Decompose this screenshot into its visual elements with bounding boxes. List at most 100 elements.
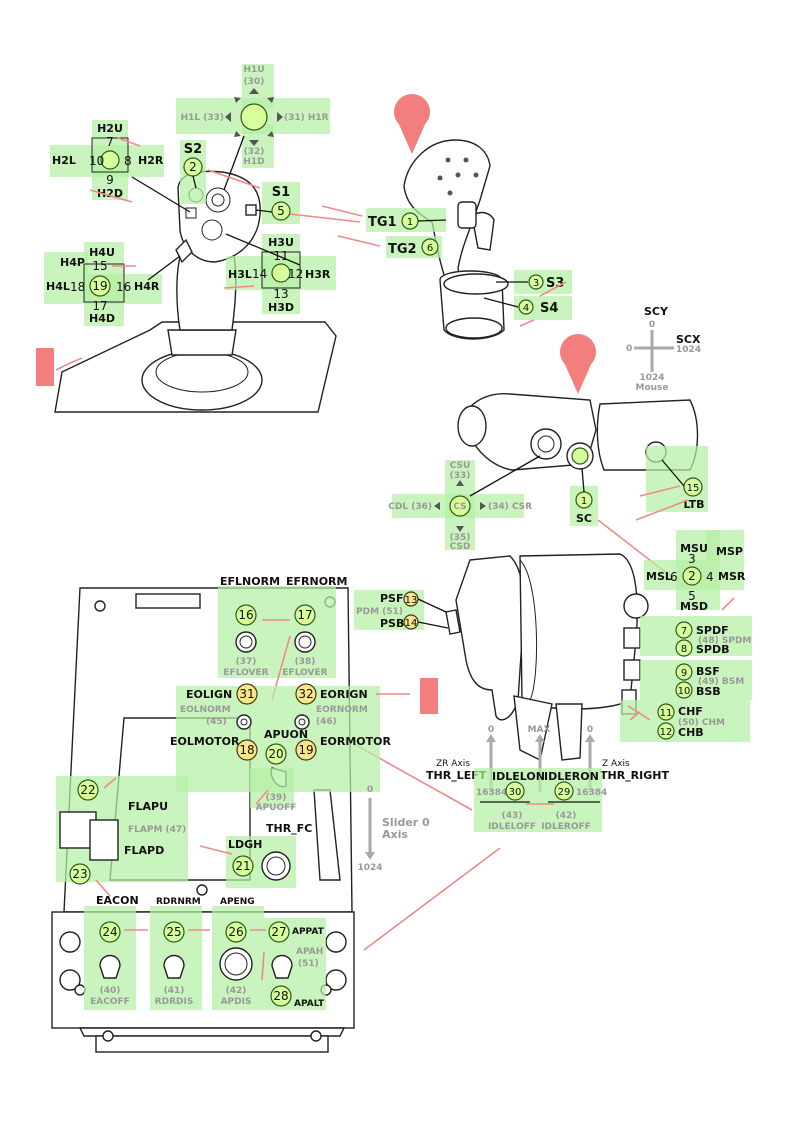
- mouse-max-right: 1024: [676, 345, 701, 355]
- ms-down-number: 5: [688, 589, 696, 603]
- chb-number: 12: [660, 727, 673, 738]
- thr-right-zero: 0: [587, 725, 593, 735]
- efl-number: 16: [238, 608, 253, 622]
- eflnorm-label: EFLNORM: [220, 575, 280, 588]
- rdrdis-label: RDRDIS: [155, 997, 194, 1007]
- hat-h2-labels: H2U 7 H2L 10 8 H2R 9 H2D: [50, 120, 164, 200]
- slider-axis-label-1: Slider 0: [382, 816, 430, 829]
- apah-label: APAH: [296, 947, 323, 957]
- psf-label: PSF: [380, 592, 404, 605]
- apeng-label: APENG: [220, 897, 255, 907]
- h3-down-label: H3D: [268, 301, 294, 314]
- apah-number: (51): [298, 959, 319, 969]
- hat-h3-labels: H3U 11 H3L 14 12 H3R 13 H3D: [226, 234, 336, 314]
- h1-left-label: H1L (33): [181, 113, 224, 123]
- zr-axis-label: ZR Axis: [436, 759, 470, 769]
- h4-left-label: H4L: [46, 280, 70, 293]
- h1-up-label: H1U: [243, 65, 264, 75]
- flapu-number: 22: [80, 783, 95, 797]
- mouse-scx-label: SCX: [676, 333, 701, 346]
- eorign-number: 32: [298, 687, 313, 701]
- throttle: MSU 3 MSP MSL 6 2 4 MSR 5 MSD PSF 13 PDM…: [353, 530, 752, 951]
- idlelon-label: IDLELON: [492, 770, 545, 783]
- throttle-stem-right: [555, 703, 583, 761]
- h2-up-label: H2U: [97, 122, 123, 135]
- h4-down-label: H4D: [89, 312, 115, 325]
- apuoff-number: (39): [266, 793, 287, 803]
- throttle-right-lever: [519, 553, 638, 710]
- hat-h2: [185, 207, 197, 219]
- h3-left-number: 14: [252, 267, 267, 281]
- idleroff-number: (42): [556, 811, 577, 821]
- h1-up-number: (30): [244, 77, 265, 87]
- h1-down-number: (32): [244, 147, 265, 157]
- cs-down-label: CSD: [450, 542, 471, 552]
- s3-number: 3: [533, 278, 539, 289]
- idleroff-label: IDLEROFF: [541, 822, 591, 832]
- bsf-number: 9: [681, 668, 687, 679]
- h3-right-number: 12: [288, 267, 303, 281]
- apalt-number: 28: [273, 989, 288, 1003]
- efr-number: 17: [297, 608, 312, 622]
- rdrdis-number: (41): [164, 986, 185, 996]
- thr-left-zero: 0: [488, 725, 494, 735]
- h4-press-label: H4P: [60, 256, 85, 269]
- ms-press-label: MSP: [716, 545, 743, 558]
- efl-off-label: EFLOVER: [223, 668, 268, 678]
- tg2-number: 6: [427, 243, 433, 254]
- cs-right-label: (34) CSR: [488, 502, 532, 512]
- bsb-label: BSB: [696, 685, 721, 698]
- s3-label: S3: [546, 276, 564, 291]
- tg2-label: TG2: [388, 242, 417, 257]
- s4-label: S4: [540, 301, 558, 316]
- slider-top-value: 0: [367, 785, 373, 795]
- mouse-axis: SCY 0 SCX 0 1024 1024 Mouse: [626, 305, 701, 393]
- eolign-number: 31: [239, 687, 254, 701]
- thr-max: MAX: [528, 725, 551, 735]
- apdis-label: APDIS: [221, 997, 252, 1007]
- tg1-label: TG1: [368, 215, 397, 230]
- psb-number: 14: [405, 618, 418, 629]
- apu-number: 20: [268, 747, 283, 761]
- flapm-label: FLAPM (47): [128, 825, 186, 835]
- ms-up-label: MSU: [680, 542, 708, 555]
- eolign-label: EOLIGN: [186, 688, 232, 701]
- efr-off-label: EFLOVER: [282, 668, 327, 678]
- apeng-number: 26: [228, 925, 243, 939]
- h1-right-label: (31) H1R: [284, 113, 329, 123]
- h4-left-number: 18: [70, 280, 85, 294]
- rdrnrm-label: RDRNRM: [156, 897, 201, 907]
- h2-left-number: 10: [89, 154, 104, 168]
- efl-off-number: (37): [236, 657, 257, 667]
- ltb-number: 15: [687, 483, 700, 494]
- hat-h4-labels: H4U H4P 15 H4L 18 19 16 H4R 17 H4D: [44, 242, 162, 326]
- eormotor-number: 19: [298, 743, 313, 757]
- ms-right-number: 4: [706, 570, 714, 584]
- mouse-caption: Mouse: [635, 383, 668, 393]
- ms-up-number: 3: [688, 552, 696, 566]
- s1-label: S1: [272, 185, 290, 200]
- eornorm-label: EORNORM: [316, 705, 368, 715]
- chm-label: (50) CHM: [678, 718, 725, 728]
- h2-right-label: H2R: [138, 154, 164, 167]
- flapd-number: 23: [72, 867, 87, 881]
- h2-right-number: 8: [124, 154, 132, 168]
- joystick-marker: [36, 348, 54, 386]
- pdm-label: PDM (51): [356, 607, 403, 617]
- ms-down-label: MSD: [680, 600, 708, 613]
- s1-number: 5: [277, 204, 285, 218]
- idleron-number: 29: [558, 787, 571, 798]
- z-axis-label: Z Axis: [602, 759, 630, 769]
- ms-left-number: 6: [670, 570, 678, 584]
- h3-right-label: H3R: [305, 268, 331, 281]
- joystick-collar: [167, 329, 237, 356]
- h4-up-label: H4U: [89, 246, 115, 259]
- s2-number: 2: [189, 160, 197, 174]
- thr-right-label: THR_RIGHT: [600, 769, 669, 782]
- chf-number: 11: [660, 708, 673, 719]
- s4-number: 4: [523, 303, 529, 314]
- joystick: H1U (30) H1L (33) (31) H1R (32) H1D H2U …: [36, 64, 361, 413]
- eolmotor-number: 18: [239, 743, 254, 757]
- hat-h1-labels: H1U (30) H1L (33) (31) H1R (32) H1D: [176, 64, 330, 168]
